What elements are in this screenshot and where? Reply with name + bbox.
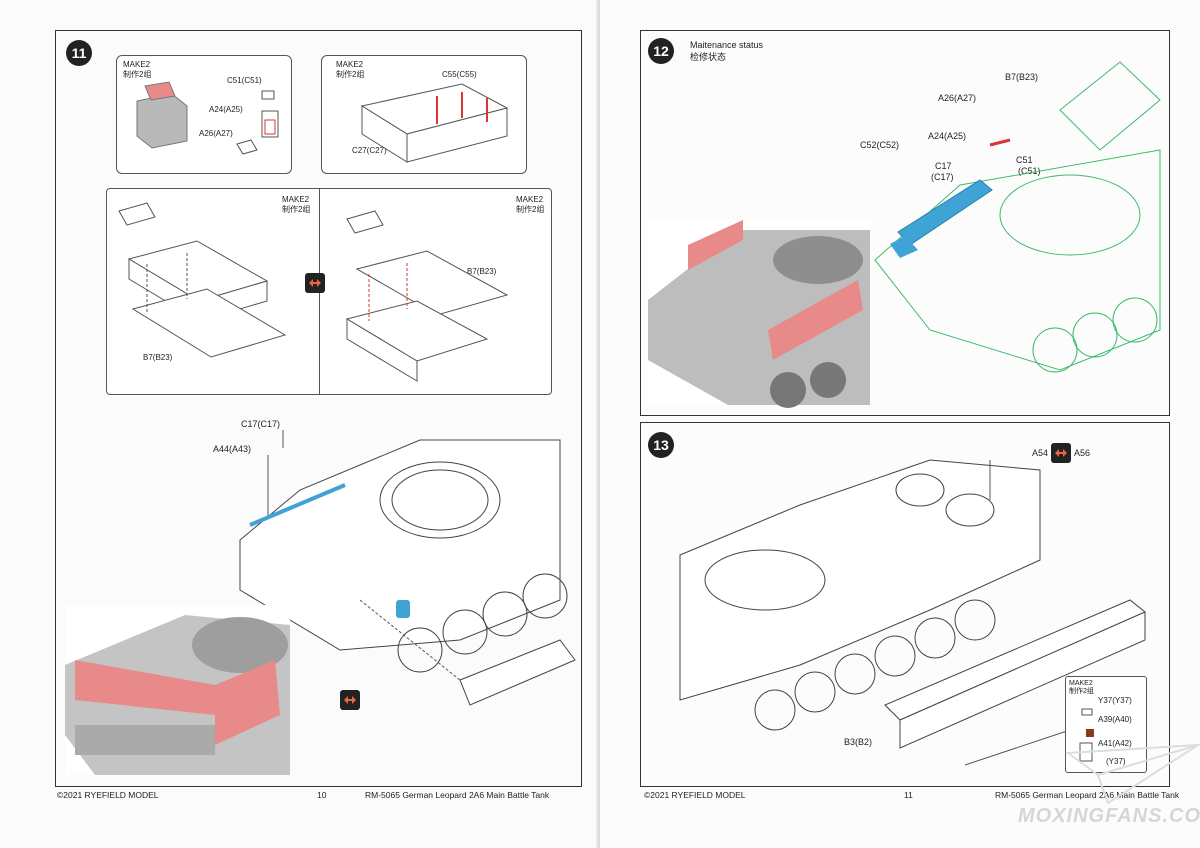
watermark-text: MOXINGFANS.COM (1018, 805, 1200, 827)
reference-photo-tank-rear (65, 605, 290, 775)
instruction-page-11: 12 Maitenance status 检修状态 B7(B23) A26(A2… (600, 0, 1200, 848)
watermark-plane-logo (1065, 743, 1200, 805)
step-13-frame (640, 422, 1170, 787)
footer-copyright: ©2021 RYEFIELD MODEL (57, 790, 159, 800)
part-label-a24: A24(A25) (209, 105, 243, 114)
step-12-frame (640, 30, 1170, 416)
part-label-y37: Y37(Y37) (1098, 696, 1132, 705)
step-number-12: 12 (648, 38, 674, 64)
swap-arrows-icon (1051, 443, 1071, 463)
footer-copyright: ©2021 RYEFIELD MODEL (644, 790, 746, 800)
armor-panel-drawing (118, 202, 509, 382)
footer-kit-title: RM-5065 German Leopard 2A6 Main Battle T… (365, 790, 550, 800)
part-label-a41: A41(A42) (1098, 739, 1132, 748)
maintenance-status-label: Maitenance status (690, 40, 764, 50)
subassembly-box-c51: MAKE2 制作2组 C51(C51) A24(A25) A26(A27) (116, 55, 292, 174)
make-label-cn: 制作2组 (336, 70, 365, 79)
subassembly-box-y37: MAKE2 制作2组 Y37(Y37) A39(A40) A41(A42) (Y… (1065, 676, 1147, 773)
part-label-b3: B3(B2) (844, 737, 873, 747)
part-label-a44: A44(A43) (213, 444, 252, 454)
swap-arrows-icon (340, 690, 360, 710)
part-label-c55: C55(C55) (442, 70, 477, 79)
stowage-box-drawing (136, 81, 279, 155)
part-label-a26: A26(A27) (938, 93, 977, 103)
make-label-cn: 制作2组 (1069, 688, 1094, 695)
tank-line-drawing-12 (874, 61, 1161, 373)
part-label-c51: C51 (1016, 155, 1033, 165)
footer-page-number: 11 (904, 790, 913, 800)
make-label: MAKE2 (336, 60, 364, 69)
part-label-a54: A54 (1032, 448, 1049, 458)
part-label-a39: A39(A40) (1098, 715, 1132, 724)
tank-line-drawing-13 (679, 459, 1146, 766)
step-number-13: 13 (648, 432, 674, 458)
swap-arrows-icon (305, 273, 325, 293)
part-label-c17: C17(C17) (241, 419, 281, 429)
part-label-a56: A56 (1074, 448, 1091, 458)
part-label-b7-left: B7(B23) (143, 353, 173, 362)
maintenance-status-label-cn: 检修状态 (690, 52, 727, 62)
bin-drawing (360, 83, 509, 163)
instruction-page-10: 11 MAKE2 制作2组 C51(C51) A24(A25) A26(A27)… (55, 30, 582, 800)
part-label-c17-paren: (C17) (931, 172, 954, 182)
part-label-c52: C52(C52) (860, 140, 900, 150)
footer-kit-title: RM-5065 German Leopard 2A6 Main Battle T… (995, 790, 1180, 800)
make-label: MAKE2 (123, 60, 151, 69)
part-label-b7: B7(B23) (1005, 72, 1039, 82)
part-label-y: (Y37) (1106, 757, 1126, 766)
make-label-b: MAKE2 (516, 195, 544, 204)
make-label-cn: 制作2组 (123, 70, 152, 79)
part-label-c27: C27(C27) (352, 146, 387, 155)
make-label-a-cn: 制作2组 (282, 205, 311, 214)
part-label-c51: C51(C51) (227, 76, 262, 85)
reference-photo-maintenance (648, 220, 870, 408)
subassembly-box-b7: MAKE2 制作2组 MAKE2 制作2组 B7(B23) B7(B23) (106, 188, 552, 395)
make-label-b-cn: 制作2组 (516, 205, 545, 214)
part-label-c17: C17 (935, 161, 952, 171)
footer-page-number: 10 (317, 790, 327, 800)
part-label-c51-paren: (C51) (1018, 166, 1041, 176)
subassembly-box-c55: MAKE2 制作2组 C55(C55) C27(C27) (321, 55, 527, 174)
step-number-11: 11 (66, 40, 92, 66)
make-label-a: MAKE2 (282, 195, 310, 204)
part-label-a24: A24(A25) (928, 131, 967, 141)
part-label-b7-right: B7(B23) (467, 267, 497, 276)
make-label: MAKE2 (1069, 680, 1093, 687)
part-label-a26: A26(A27) (199, 129, 233, 138)
step-11-frame (55, 30, 582, 787)
